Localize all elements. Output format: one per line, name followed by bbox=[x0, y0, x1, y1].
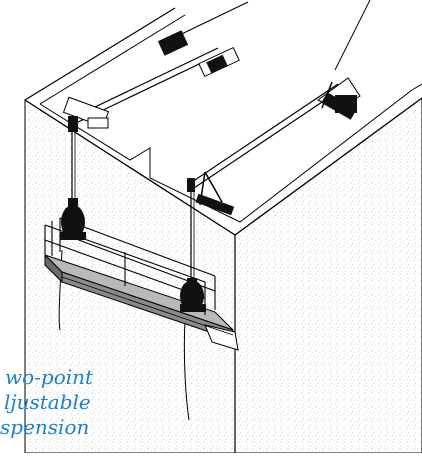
right-front-base bbox=[195, 193, 235, 216]
hoist-left-cap bbox=[68, 198, 78, 208]
platform-toeboard bbox=[61, 276, 234, 336]
left-beam-tip bbox=[68, 116, 78, 132]
parapet-outer-left bbox=[24, 7, 176, 101]
right-beam-tip bbox=[187, 178, 195, 192]
right-beam-bottom bbox=[193, 89, 341, 189]
left-rear-weight bbox=[206, 54, 228, 74]
left-beam-top bbox=[71, 47, 219, 119]
left-front-pad bbox=[87, 117, 109, 129]
rail-top-back bbox=[59, 217, 216, 277]
suspension-wires bbox=[58, 132, 195, 421]
caption-line-1: wo-point bbox=[5, 365, 94, 389]
diagram-caption: wo-point ljustable spension bbox=[0, 365, 140, 440]
wire-right-tail bbox=[183, 319, 190, 421]
hoist-left bbox=[60, 198, 86, 240]
tieback-line-right bbox=[334, 0, 371, 71]
building bbox=[24, 7, 422, 454]
parapet-inner-contour bbox=[39, 89, 413, 223]
right-rear-base bbox=[321, 92, 357, 120]
platform-end-bracket bbox=[204, 324, 239, 351]
right-beam-top bbox=[191, 83, 339, 183]
roof-rigging bbox=[62, 0, 371, 216]
work-platform bbox=[44, 198, 239, 351]
caption-line-2: ljustable bbox=[4, 390, 91, 414]
right-rear-leg bbox=[321, 81, 333, 109]
hoist-left-body bbox=[61, 205, 85, 239]
parapet-inner-left bbox=[39, 14, 186, 105]
hoist-right-bracket bbox=[180, 304, 206, 312]
parapet-right-top bbox=[411, 83, 422, 91]
hoist-right bbox=[180, 278, 206, 312]
caption-line-3: spension bbox=[0, 415, 90, 439]
hoist-right-cap bbox=[187, 278, 197, 288]
left-rear-clamp bbox=[157, 30, 189, 56]
right-front-leg-b bbox=[204, 171, 223, 203]
hoist-left-bracket bbox=[60, 232, 86, 240]
